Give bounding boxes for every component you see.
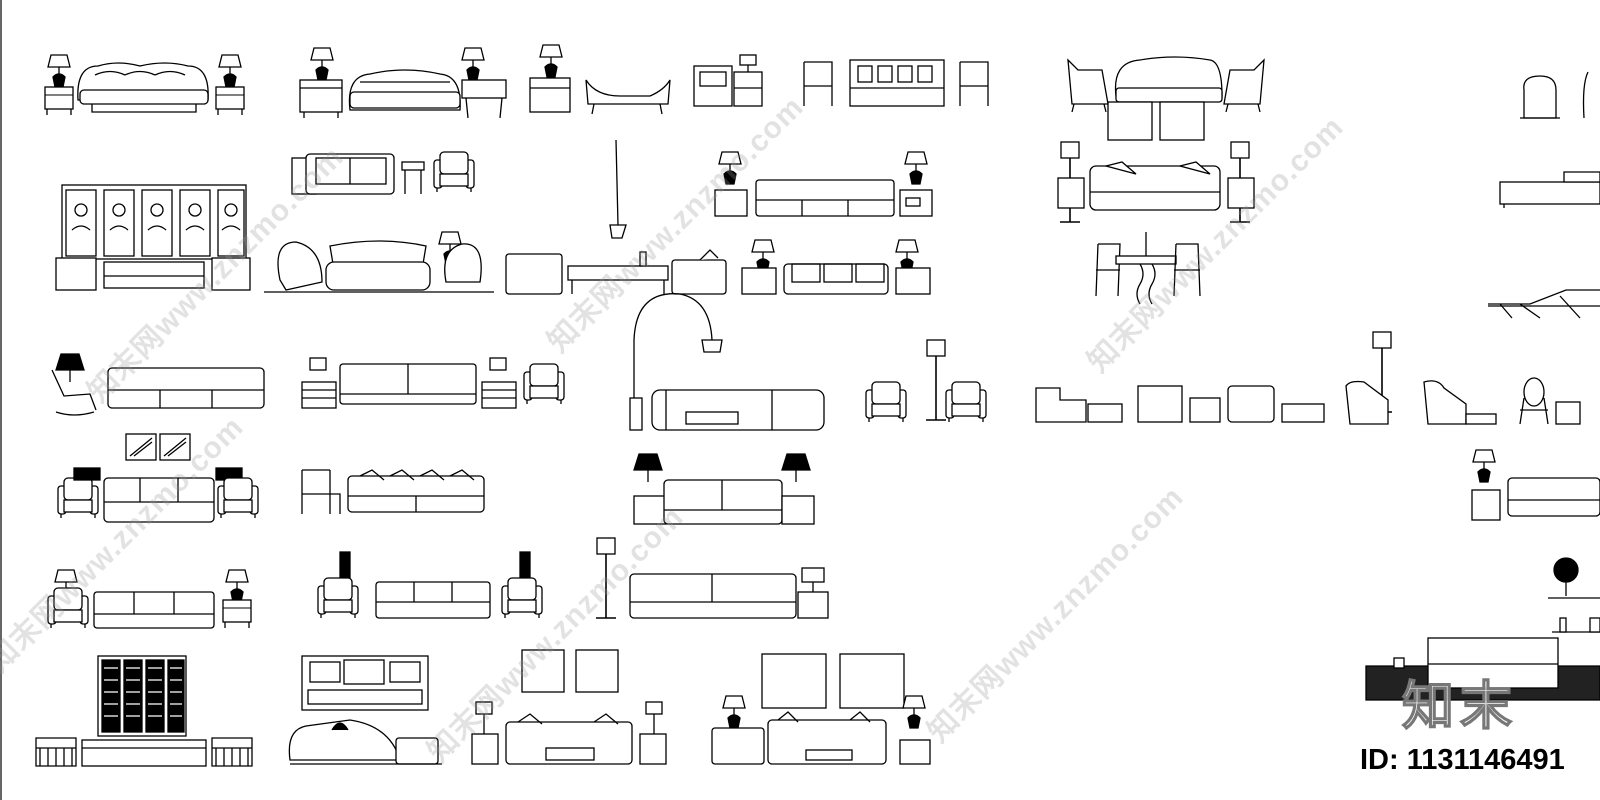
tv-cabinet-table-group (505, 249, 727, 295)
large-pictures-sofa-group (711, 653, 931, 765)
small-sofa-chairs-group (291, 151, 475, 195)
pendant-lamp (609, 139, 627, 239)
two-seat-sofa-lamps-group (633, 453, 815, 525)
side-cabinet-group (693, 54, 763, 107)
round-armchairs-sofa-group (264, 231, 494, 293)
chinese-screen-bench-group (35, 655, 253, 767)
daybed (1499, 171, 1600, 208)
floor-lamp-sofa-group (595, 537, 829, 619)
framed-pictures-sofa-group (57, 433, 259, 523)
armchair-corner-group (1520, 71, 1589, 119)
sofa-side-tables-group (301, 357, 565, 409)
chinese-cabinet-sofa-group (288, 655, 442, 765)
arc-lamp-sofa-group (629, 293, 825, 431)
plant-shelf-sofa-group (1365, 557, 1600, 701)
modern-sofa-lamps-group (714, 151, 933, 217)
three-seat-sofa-group (47, 569, 252, 629)
id-label: ID: 1131146491 (1360, 744, 1565, 776)
logo-mark: 知末 (1401, 676, 1519, 738)
sofa-lamps-armchairs-group (317, 551, 543, 619)
pictures-sofa-lamps-group (471, 649, 667, 765)
rocking-chair-sofa-group (51, 353, 265, 416)
chaise-lounge-lamp-group (529, 44, 671, 115)
tufted-sofa-armchairs-group (1067, 56, 1265, 141)
chinese-screen-sofa-group (55, 184, 251, 291)
carved-sofa-nightstand-lamps-group (299, 47, 507, 119)
sofa-cushions-lamps-group (1057, 141, 1255, 223)
chairs-floor-lamp-row (865, 331, 1581, 425)
classic-sofa-lamps-group (44, 54, 245, 116)
chair-sofa-pillows-group (301, 469, 485, 514)
ming-bench-armchairs-group (803, 59, 989, 107)
sofa-lamp-partial-group (1471, 449, 1600, 521)
outdoor-lounger (1488, 289, 1600, 319)
low-sofa-lamps-group (741, 239, 931, 295)
dining-set (1095, 232, 1201, 305)
